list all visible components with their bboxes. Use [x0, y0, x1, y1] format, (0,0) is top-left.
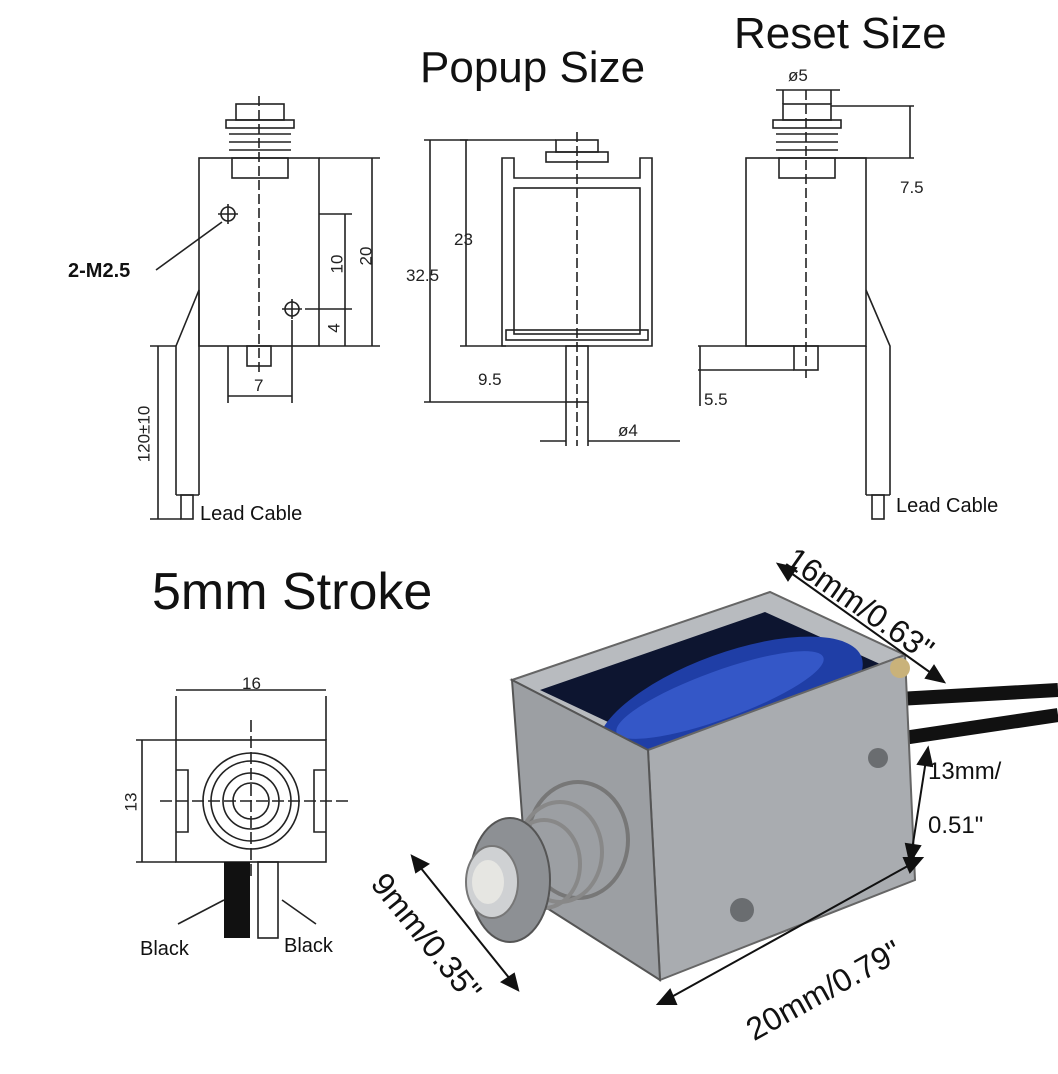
- dim-front-7: 7: [254, 376, 264, 395]
- dim-popup-32-5: 32.5: [406, 266, 440, 285]
- dim-popup-23: 23: [454, 230, 473, 249]
- dim-front-4: 4: [324, 323, 344, 333]
- dim-front-cable: 120±10: [134, 405, 154, 463]
- solenoid-photo: [410, 562, 1058, 1005]
- dim-reset-dia5: ø5: [788, 66, 808, 85]
- dim-end-16: 16: [242, 674, 261, 693]
- lead-cable-label-left: Lead Cable: [200, 503, 303, 525]
- stroke-title: 5mm Stroke: [152, 563, 433, 621]
- dim-popup-9-5: 9.5: [478, 370, 502, 389]
- dim-front-20: 20: [356, 246, 376, 266]
- dim-popup-dia4: ø4: [618, 421, 638, 440]
- popup-view-drawing: [424, 132, 680, 446]
- lead-cable-label-right: Lead Cable: [896, 495, 999, 517]
- dim-reset-5-5: 5.5: [704, 390, 728, 409]
- reset-size-title: Reset Size: [734, 9, 947, 58]
- dim-reset-7-5: 7.5: [900, 178, 924, 197]
- photo-dim-height-2: 0.51": [928, 812, 984, 839]
- black-wire-label-left: Black: [140, 938, 189, 960]
- dim-front-10: 10: [327, 254, 347, 274]
- black-lead-wire: [224, 862, 250, 938]
- reset-view-drawing: [698, 89, 914, 520]
- end-view-drawing: [136, 689, 350, 939]
- dim-end-13: 13: [121, 792, 141, 812]
- black-wire-label-right: Black: [284, 935, 333, 957]
- popup-size-title: Popup Size: [420, 43, 646, 92]
- thread-label: 2-M2.5: [68, 260, 131, 282]
- front-view-drawing: [150, 96, 380, 520]
- photo-dim-height-1: 13mm/: [928, 758, 1002, 785]
